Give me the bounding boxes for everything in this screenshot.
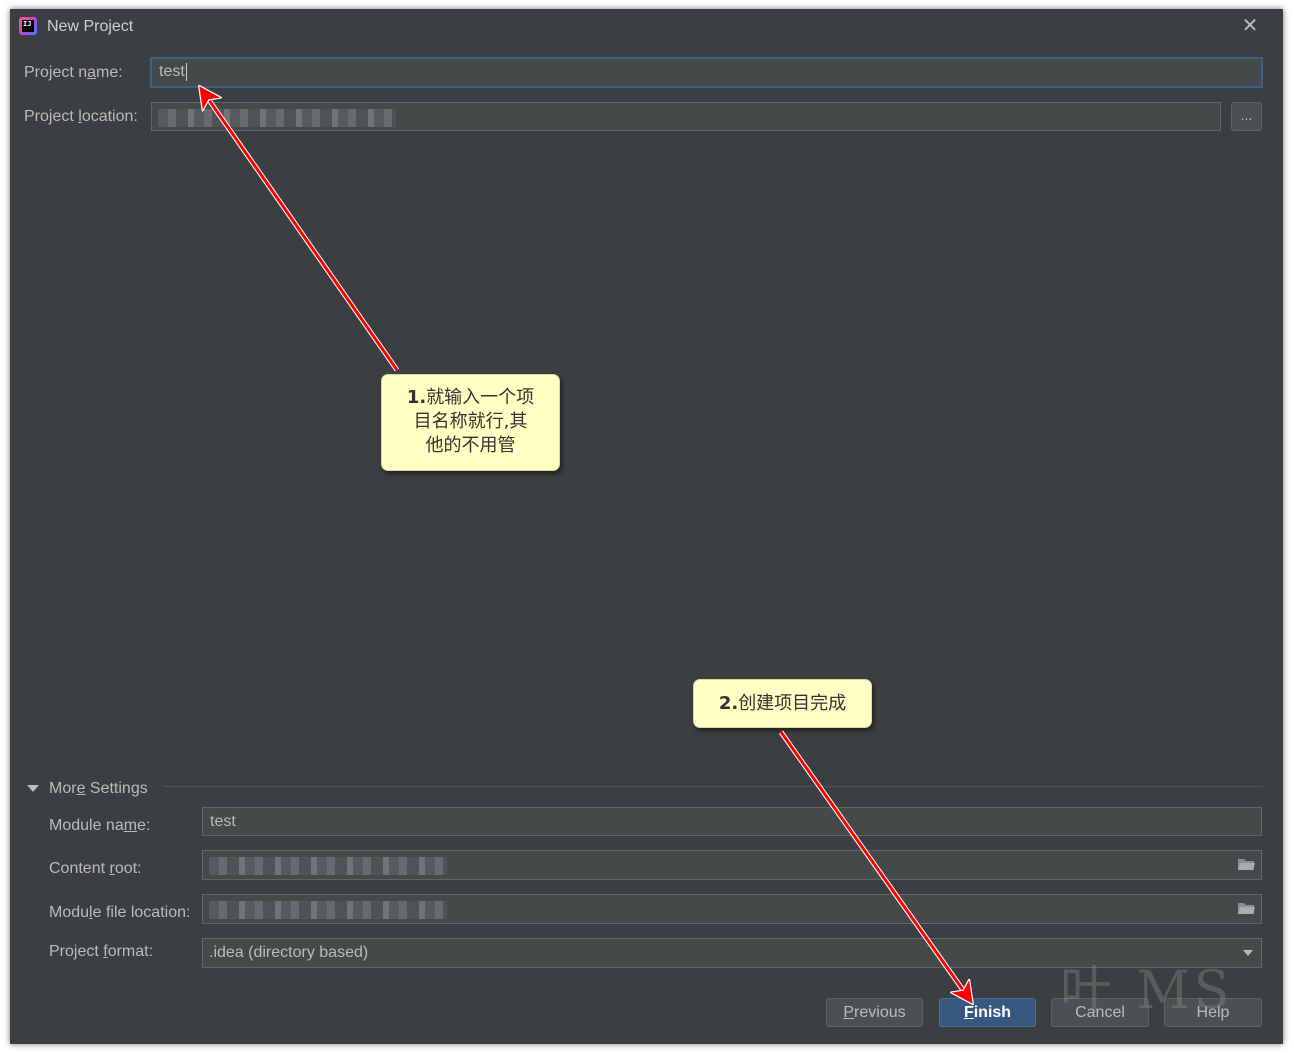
label-text: Modu [49, 904, 90, 921]
callout-line: 目名称就行,其 [413, 411, 528, 432]
mnemonic: l [89, 904, 93, 921]
browse-location-button[interactable]: ... [1231, 102, 1262, 131]
project-name-label: Project name: [24, 64, 123, 82]
cancel-button[interactable]: Cancel [1051, 998, 1149, 1027]
mnemonic: e [76, 780, 86, 797]
project-format-value: .idea (directory based) [209, 944, 369, 961]
title-bar: IJ New Project ✕ [10, 9, 1283, 45]
project-location-label: Project location: [24, 108, 138, 126]
redacted-path [158, 109, 396, 127]
callout-text: 就输入一个项 [426, 387, 535, 408]
collapse-triangle-icon [27, 785, 39, 793]
app-icon-text: IJ [22, 20, 34, 32]
callout-text: 创建项目完成 [738, 693, 847, 714]
previous-button[interactable]: Previous [826, 998, 923, 1027]
folder-open-icon[interactable] [1237, 901, 1255, 915]
annotation-callout-2: 2.创建项目完成 [693, 679, 872, 728]
label-text: oot: [114, 860, 142, 877]
button-text: revious [854, 1004, 906, 1021]
text-caret [185, 62, 187, 81]
window-title: New Project [47, 18, 134, 35]
module-name-value: test [210, 813, 236, 830]
intellij-logo-icon: IJ [19, 17, 37, 35]
label-text: Content [49, 860, 110, 877]
project-name-value: test [159, 63, 185, 80]
module-file-location-label: Module file location: [49, 904, 190, 922]
section-divider [163, 786, 1263, 787]
close-icon[interactable]: ✕ [1241, 15, 1259, 37]
mnemonic: P [843, 1004, 855, 1021]
folder-open-icon[interactable] [1237, 857, 1255, 871]
callout-line: 他的不用管 [425, 435, 516, 456]
callout-number: 2. [718, 693, 739, 714]
project-format-label: Project format: [49, 943, 153, 961]
label-text: Project [24, 108, 79, 125]
toggle-text: Mor [49, 780, 77, 797]
label-text: Module na [49, 817, 124, 834]
mnemonic: a [87, 64, 97, 81]
module-name-input[interactable]: test [202, 807, 1262, 836]
callout-number: 1. [406, 387, 427, 408]
module-name-label: Module name: [49, 817, 150, 835]
module-file-location-input[interactable] [202, 894, 1262, 924]
label-text: me: [96, 64, 123, 81]
annotation-callout-1: 1.就输入一个项 目名称就行,其 他的不用管 [381, 374, 560, 471]
chevron-down-icon [1243, 950, 1253, 956]
label-text: ormat: [107, 943, 154, 960]
button-text: inish [973, 1004, 1012, 1021]
mnemonic: l [78, 108, 82, 125]
toggle-text: Settings [85, 780, 148, 797]
mnemonic: f [103, 943, 108, 960]
redacted-path [209, 857, 447, 875]
more-settings-toggle[interactable]: More Settings [27, 780, 148, 798]
watermark: 叶 MS [1060, 961, 1234, 1021]
label-text: Project n [24, 64, 88, 81]
mnemonic: m [123, 817, 138, 834]
help-button[interactable]: Help [1164, 998, 1262, 1027]
callout-line: 1.就输入一个项 [382, 386, 559, 410]
mnemonic: F [963, 1004, 974, 1021]
label-text: Project [49, 943, 104, 960]
label-text: e: [137, 817, 151, 834]
finish-button[interactable]: Finish [939, 998, 1036, 1027]
label-text: ocation: [81, 108, 138, 125]
project-format-select[interactable]: .idea (directory based) [202, 938, 1262, 968]
project-name-input[interactable]: test [150, 57, 1263, 88]
content-root-label: Content root: [49, 860, 142, 878]
content-root-input[interactable] [202, 850, 1262, 880]
redacted-path [209, 901, 447, 919]
new-project-dialog: IJ New Project ✕ Project name: test Proj… [10, 9, 1283, 1044]
mnemonic: r [109, 860, 115, 877]
label-text: e file location: [92, 904, 191, 921]
project-location-input[interactable] [151, 102, 1221, 131]
